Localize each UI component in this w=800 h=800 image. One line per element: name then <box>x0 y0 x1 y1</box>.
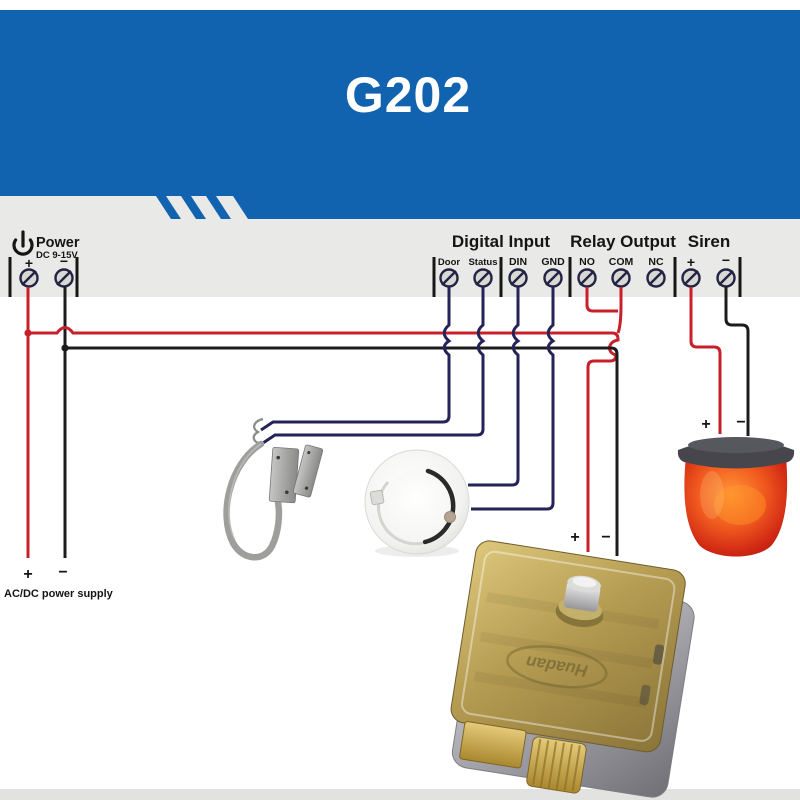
power-icon <box>12 230 34 256</box>
lock-side-slot-2 <box>639 684 651 706</box>
wire-din <box>468 287 521 487</box>
terminal-screw-power-minus <box>54 268 74 288</box>
terminal-label-gnd: GND <box>541 256 565 268</box>
power-plus-label: + <box>25 255 33 271</box>
terminal-screw-com <box>611 268 631 288</box>
banner-extension <box>233 196 800 219</box>
wire-power-minus-to-lock <box>65 346 619 556</box>
terminal-screw-siren-minus <box>716 268 736 288</box>
terminal-label-siren-plus: + <box>687 254 695 270</box>
title-banner: G202 <box>0 10 800 219</box>
terminal-label-com: COM <box>609 256 634 268</box>
page-title: G202 <box>345 67 471 123</box>
lock-face-bevel <box>460 550 676 742</box>
siren-dome <box>684 456 788 557</box>
terminal-label-siren-minus: − <box>722 252 730 268</box>
lock-body <box>450 540 686 753</box>
wire-com <box>616 287 623 334</box>
door-sensor <box>223 417 324 561</box>
power-voltage-label: DC 9-15V <box>36 250 78 261</box>
siren-glow <box>714 485 766 525</box>
lock-side-slot-1 <box>652 644 665 665</box>
wire-siren-plus <box>689 287 722 434</box>
wire-power-plus-to-lock <box>28 326 620 552</box>
lock-knob <box>555 575 604 628</box>
terminal-screw-power-plus <box>19 268 39 288</box>
supply-minus-label: − <box>58 564 67 581</box>
group-label-digital-input: Digital Input <box>452 232 551 251</box>
supply-plus-label: + <box>23 566 32 583</box>
terminal-screw-nc <box>646 268 666 288</box>
door-sensor-cable-highlight <box>228 443 262 541</box>
power-label: Power <box>36 235 80 251</box>
terminal-screw-siren-plus <box>681 268 701 288</box>
door-sensor-bar-2 <box>292 444 324 498</box>
banner-stripe-3 <box>206 196 231 219</box>
power-minus-label: − <box>60 253 68 269</box>
push-button-led-dot <box>444 511 456 523</box>
push-button-side-notch <box>369 489 385 506</box>
group-label-siren: Siren <box>688 232 731 251</box>
terminal-screw-no <box>577 268 597 288</box>
lock-plus-label: + <box>570 529 579 546</box>
lock-key-cylinder <box>526 736 587 794</box>
wire-status <box>262 287 486 445</box>
junction-dot-red <box>24 329 32 337</box>
wire-door <box>260 287 452 432</box>
junction-dot-black <box>61 344 69 352</box>
power-section: Power DC 9-15V + − <box>12 230 80 271</box>
supply-label: AC/DC power supply <box>4 588 114 600</box>
terminal-divider-bars <box>8 257 742 297</box>
siren-plus-label: + <box>701 416 710 433</box>
push-button-cap-shadow-arc <box>422 468 456 545</box>
terminal-screw-status <box>473 268 493 288</box>
siren-flange-top <box>688 437 784 453</box>
banner-band <box>0 10 800 196</box>
banner-stripe-1 <box>156 196 181 219</box>
wire-siren-minus <box>724 287 750 436</box>
lock-latch-block <box>459 721 527 769</box>
terminal-screws <box>19 268 736 288</box>
door-sensor-hook <box>252 417 264 446</box>
lock-minus-label: − <box>601 529 610 546</box>
electric-lock: Huadan <box>450 540 695 798</box>
banner-stripe-2 <box>181 196 206 219</box>
terminal-label-status: Status <box>468 257 497 268</box>
siren-minus-label: − <box>736 414 745 431</box>
door-sensor-cable-loop <box>223 440 283 561</box>
wire-no <box>585 287 618 313</box>
terminal-screw-gnd <box>543 268 563 288</box>
push-button-cap <box>383 469 457 543</box>
terminal-screw-door <box>439 268 459 288</box>
siren-highlight <box>700 471 724 519</box>
wire-gnd <box>471 287 556 511</box>
terminal-label-din: DIN <box>509 256 527 268</box>
group-label-relay-output: Relay Output <box>570 232 676 251</box>
terminal-label-no: NO <box>579 256 595 268</box>
terminal-screw-din <box>508 268 528 288</box>
floor-strip <box>0 789 800 800</box>
terminal-label-nc: NC <box>648 256 664 268</box>
terminal-label-door: Door <box>438 257 460 268</box>
push-button <box>364 449 470 557</box>
wires <box>24 287 750 558</box>
door-sensor-bar-1 <box>268 446 300 504</box>
siren <box>677 437 795 557</box>
